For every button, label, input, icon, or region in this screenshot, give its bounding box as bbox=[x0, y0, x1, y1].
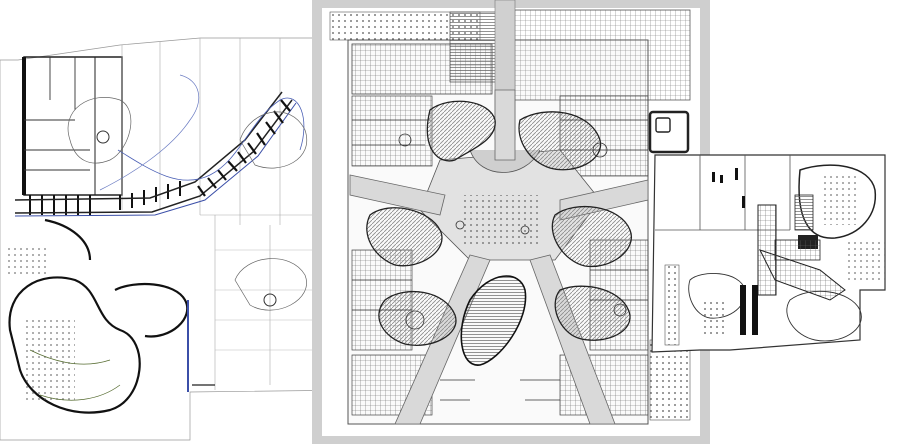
center-radial-plan bbox=[312, 0, 710, 444]
left-site-plan bbox=[0, 37, 356, 441]
right-building-plan bbox=[648, 110, 886, 353]
